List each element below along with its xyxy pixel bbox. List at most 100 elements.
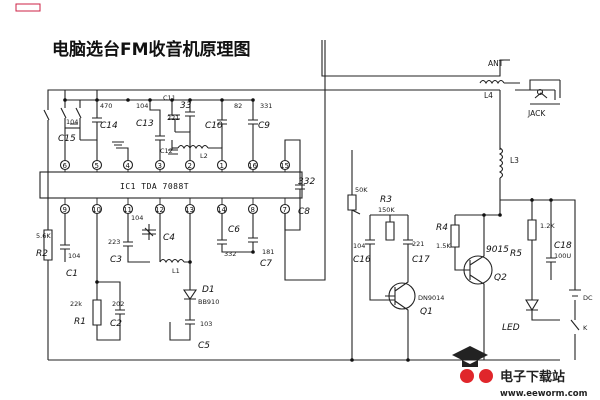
label-c5: C5 — [198, 341, 210, 351]
label-221: 221 — [167, 114, 179, 122]
label-202: 202 — [112, 300, 124, 308]
label-c17: C17 — [412, 255, 430, 265]
svg-text:8: 8 — [251, 206, 255, 214]
label-c15: C15 — [58, 134, 76, 144]
label-c1: C1 — [66, 269, 78, 279]
pin-1: 1 — [216, 159, 228, 171]
pin-7: 7 — [279, 203, 291, 215]
corner-mark — [15, 3, 41, 12]
label-c6: C6 — [228, 225, 240, 235]
label-c7: C7 — [260, 259, 272, 269]
svg-text:6: 6 — [63, 162, 68, 170]
pin-15: 15 — [279, 159, 291, 171]
junctions — [63, 98, 553, 362]
label-l2: L2 — [200, 152, 208, 160]
label-c8: C8 — [298, 207, 310, 217]
label-221b: 221 — [412, 240, 424, 248]
label-jack: JACK — [527, 109, 546, 118]
label-ant: ANT — [488, 59, 504, 68]
svg-text:4: 4 — [126, 162, 131, 170]
svg-text:11: 11 — [123, 206, 132, 214]
label-104c: 104 — [68, 252, 80, 260]
label-9015: 9015 — [486, 245, 509, 255]
label-c2: C2 — [110, 319, 122, 329]
label-104b: 104 — [136, 102, 148, 110]
diagram-title: 电脑选台FM收音机原理图 — [52, 39, 251, 60]
component-labels: ANT L4 JACK L3 104 C15 470 C14 104 C13 C… — [36, 59, 593, 351]
label-c3: C3 — [110, 255, 122, 265]
ic-bottom-pins: 9 10 11 12 13 14 8 7 — [59, 203, 291, 215]
svg-text:3: 3 — [158, 162, 162, 170]
svg-text:14: 14 — [217, 206, 226, 214]
label-k: K — [583, 324, 588, 332]
label-dn9014: DN9014 — [418, 294, 444, 302]
pin-16: 16 — [247, 159, 259, 171]
bug-icon-1 — [460, 369, 474, 383]
pin-10: 10 — [91, 203, 103, 215]
label-l4: L4 — [484, 91, 493, 100]
pin-14: 14 — [216, 203, 228, 215]
label-332b: 332 — [224, 250, 236, 258]
label-104d: 104 — [131, 214, 143, 222]
pin-8: 8 — [247, 203, 259, 215]
label-c12: C12 — [160, 147, 173, 155]
svg-text:2: 2 — [188, 162, 192, 170]
pin-2: 2 — [184, 159, 196, 171]
label-r4: R4 — [436, 223, 448, 233]
label-c4: C4 — [163, 233, 175, 243]
bottom-wiring — [43, 40, 581, 361]
label-332a: 332 — [298, 177, 315, 187]
svg-text:13: 13 — [185, 206, 194, 214]
label-223: 223 — [108, 238, 120, 246]
antenna-jack-section — [321, 40, 561, 215]
label-c16: C16 — [353, 255, 371, 265]
pin-6: 6 — [59, 159, 71, 171]
watermark-url: www.eeworm.com — [500, 389, 588, 399]
label-100u: 100U — [554, 252, 571, 260]
bug-icon-2 — [479, 369, 493, 383]
label-r1: R1 — [74, 317, 86, 327]
svg-text:7: 7 — [283, 206, 287, 214]
label-82: 82 — [234, 102, 242, 110]
pin-5: 5 — [91, 159, 103, 171]
svg-text:1: 1 — [220, 162, 224, 170]
pin-11: 11 — [122, 203, 134, 215]
ic-name-label: IC1 TDA 7088T — [120, 182, 189, 191]
label-150k: 150K — [378, 206, 395, 214]
label-c18: C18 — [554, 241, 572, 251]
svg-text:5: 5 — [95, 162, 99, 170]
label-r2v: 5.6K — [36, 232, 51, 240]
pin-3: 3 — [154, 159, 166, 171]
label-r4v: 1.5K — [436, 242, 451, 250]
ic-top-pins: 6 5 4 3 2 1 16 15 — [59, 159, 291, 171]
label-50k: 50K — [355, 186, 368, 194]
svg-text:15: 15 — [280, 162, 289, 170]
label-c11: C11 — [163, 94, 176, 102]
pin-9: 9 — [59, 203, 71, 215]
label-r5v: 1.2K — [540, 222, 555, 230]
label-r1v: 22k — [70, 300, 82, 308]
label-q2: Q2 — [494, 273, 507, 283]
label-c13: C13 — [136, 119, 154, 129]
label-q1: Q1 — [420, 307, 433, 317]
label-181: 181 — [262, 248, 274, 256]
label-dc: DC — [583, 294, 593, 302]
ic-tda7088t: IC1 TDA 7088T — [39, 171, 303, 199]
label-33: 33 — [180, 101, 192, 111]
label-l3: L3 — [510, 156, 519, 165]
label-l1: L1 — [172, 267, 180, 275]
svg-text:10: 10 — [92, 206, 101, 214]
label-c14: C14 — [100, 121, 118, 131]
label-bb910: BB910 — [198, 298, 219, 306]
top-wiring — [43, 89, 500, 231]
label-104e: 104 — [353, 242, 365, 250]
label-331: 331 — [260, 102, 272, 110]
label-r2: R2 — [36, 249, 48, 259]
label-c9: C9 — [258, 121, 270, 131]
label-103: 103 — [200, 320, 212, 328]
label-r3: R3 — [380, 195, 392, 205]
label-led: LED — [502, 323, 520, 333]
svg-text:9: 9 — [63, 206, 67, 214]
graduation-cap-icon — [452, 346, 488, 367]
